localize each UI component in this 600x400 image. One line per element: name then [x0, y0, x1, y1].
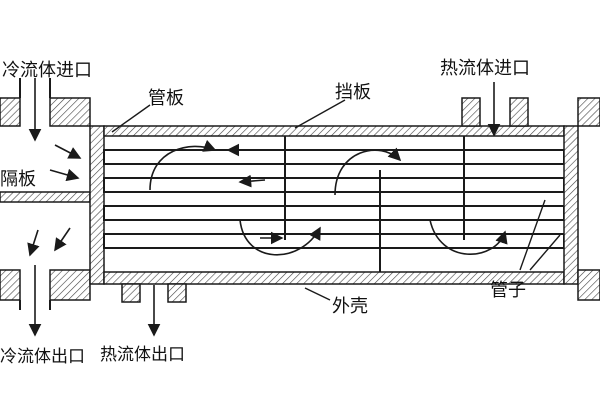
right-head-bottom — [577, 269, 600, 301]
tube — [103, 205, 565, 221]
label-tubes: 管子 — [490, 280, 526, 301]
left-head-bottom-wall — [49, 269, 91, 301]
tube — [103, 177, 565, 193]
label-cold-inlet: 冷流体进口 — [2, 60, 92, 81]
label-partition: 隔板 — [0, 169, 36, 190]
label-shell: 外壳 — [332, 296, 368, 317]
label-cold-outlet: 冷流体出口 — [0, 347, 85, 367]
right-head — [577, 97, 600, 301]
shell-top-wall — [103, 125, 565, 137]
shell-flow-curves — [149, 139, 508, 256]
tubes-leader-2 — [529, 234, 561, 271]
hot-inlet-wall-left — [461, 97, 481, 127]
cold-inlet-nozzle — [19, 78, 51, 142]
right-head-top — [577, 97, 600, 127]
label-baffle: 挡板 — [335, 82, 371, 103]
label-tube-sheet: 管板 — [148, 88, 184, 109]
shell-leader — [304, 287, 331, 301]
hot-outlet-wall-right — [167, 283, 187, 303]
left-head — [0, 97, 91, 301]
partition-plate — [0, 191, 91, 203]
tubes-leader-1 — [519, 199, 546, 271]
cold-outlet-nozzle — [19, 265, 51, 337]
left-head-flow-arrows — [27, 144, 82, 257]
left-tube-sheet — [89, 125, 105, 285]
label-hot-outlet: 热流体出口 — [100, 345, 185, 365]
baffles — [284, 136, 465, 272]
hot-outlet-wall-left — [121, 283, 141, 303]
leader-lines — [111, 99, 561, 301]
tube-sheet-leader — [111, 104, 151, 133]
left-head-bottom-flange — [0, 269, 21, 301]
left-head-top-flange — [0, 97, 21, 127]
left-head-top-wall — [49, 97, 91, 127]
right-tube-sheet — [563, 125, 579, 285]
tube-bundle — [103, 149, 565, 249]
hot-inlet-wall-right — [509, 97, 529, 127]
shell — [103, 97, 565, 303]
baffle-leader — [294, 99, 346, 129]
label-hot-inlet: 热流体进口 — [440, 58, 530, 79]
